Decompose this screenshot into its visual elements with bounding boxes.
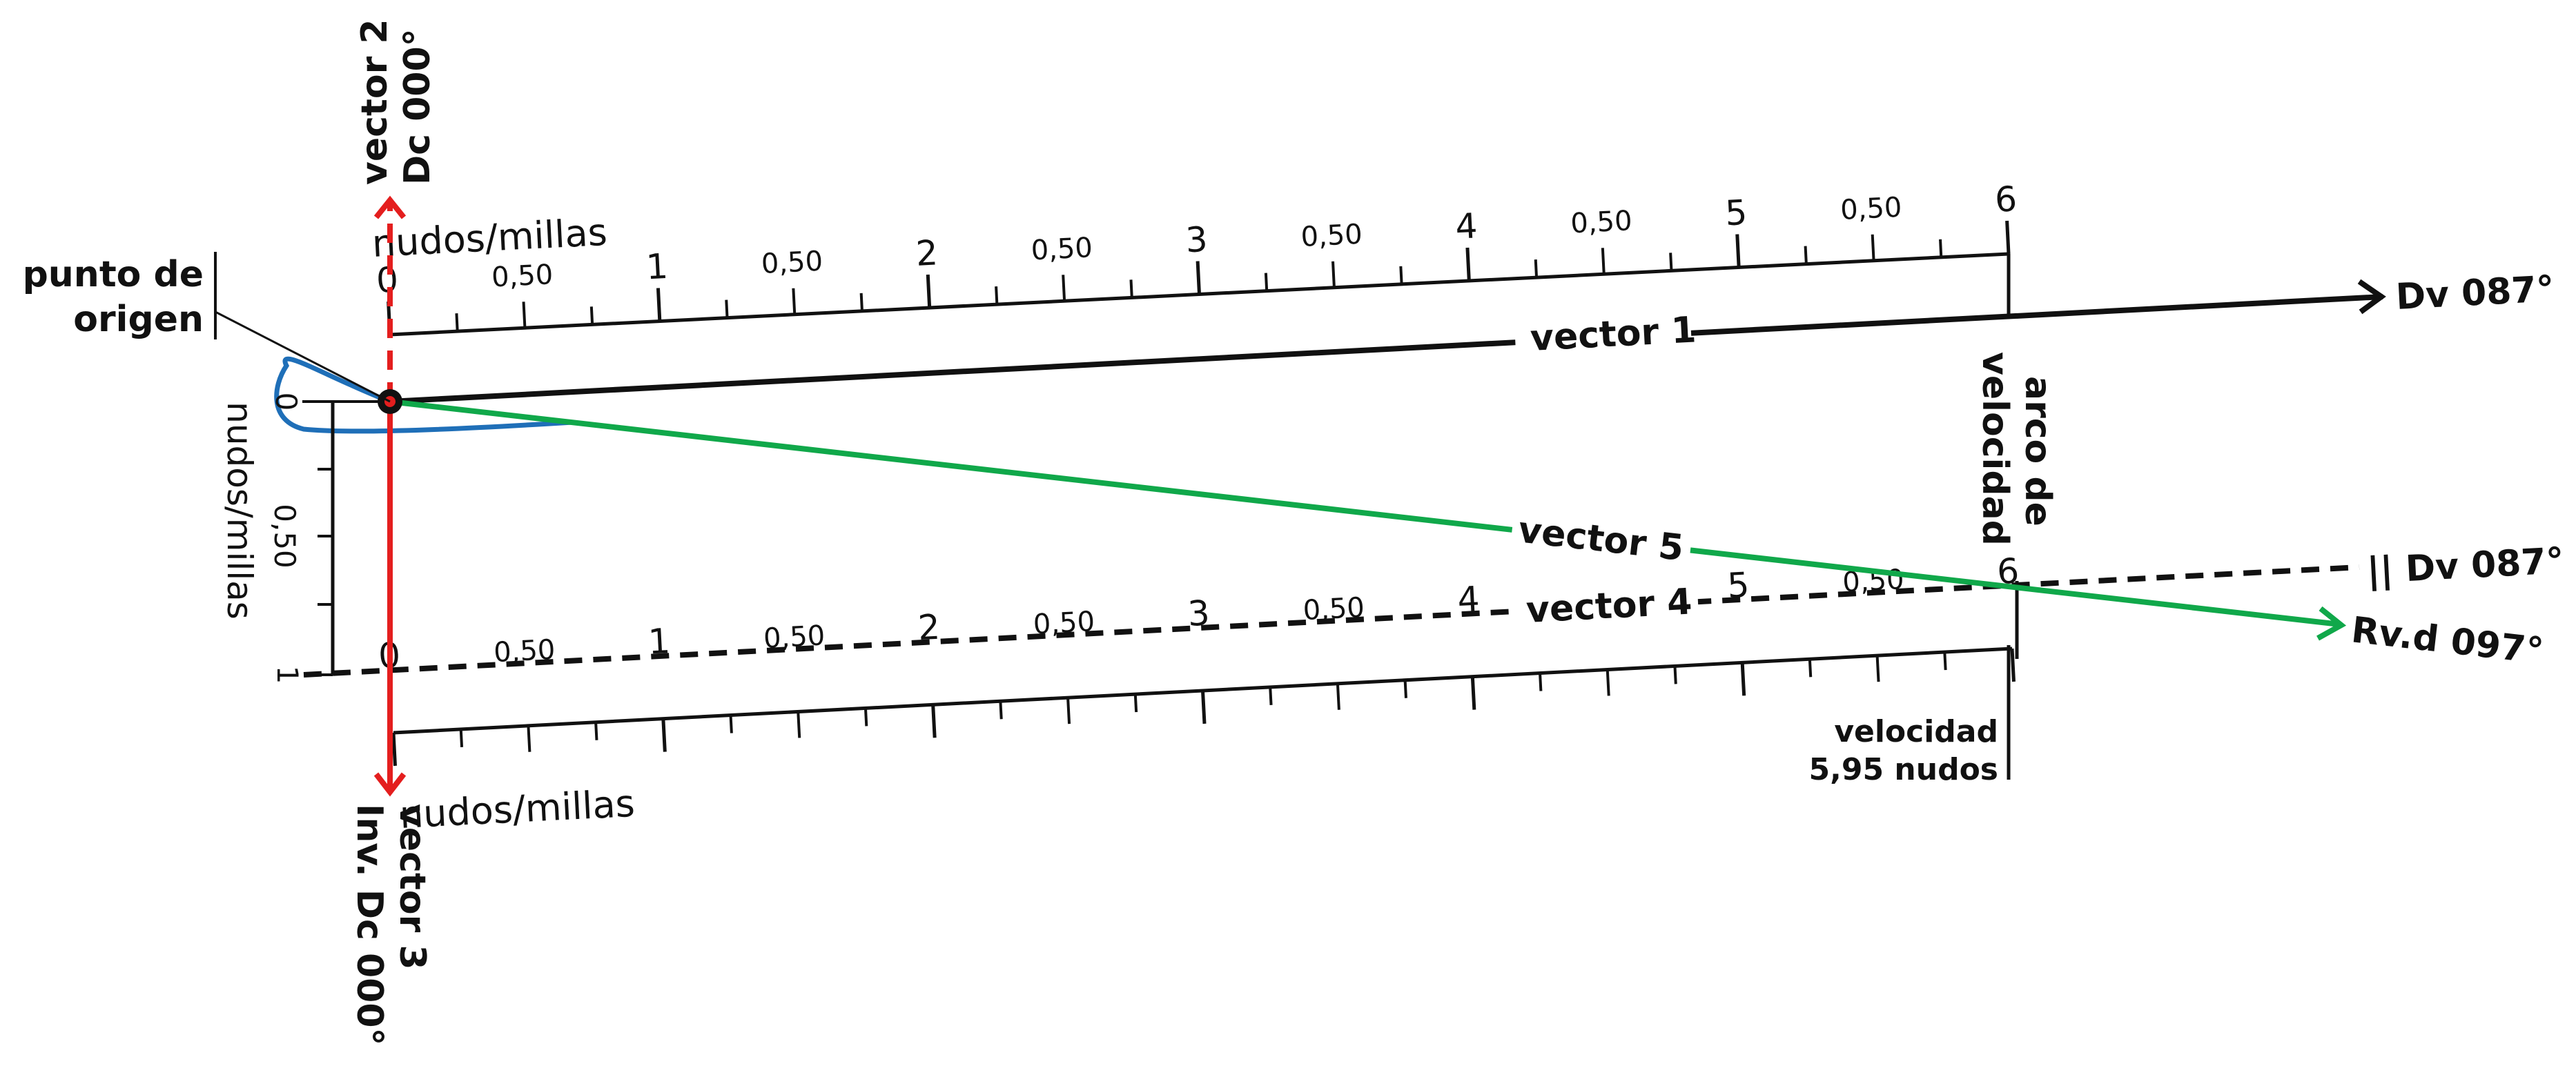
bottom-scale-tick — [1808, 659, 1813, 678]
vector-3-label-line2: Inv. Dc 000° — [349, 804, 390, 1046]
top-scale-tick — [1465, 247, 1471, 282]
vector-1-arrowhead — [2357, 279, 2386, 315]
top-scale-half-label: 0,50 — [1300, 219, 1363, 253]
bottom-scale-tick — [1403, 680, 1407, 698]
rvd097-label: Rv.d 097° — [2350, 609, 2546, 672]
top-scale-major-label: 4 — [1454, 206, 1479, 247]
top-scale-tick — [1938, 239, 1943, 257]
top-scale-tick — [725, 299, 729, 318]
bottom-scale-tick — [1269, 687, 1273, 705]
vector-3-label-line1: vector 3 — [391, 804, 433, 970]
origin-leader-line — [215, 310, 391, 403]
dv087-label: Dv 087° — [2395, 268, 2556, 318]
bottom-scale-tick — [1133, 693, 1138, 713]
arc-label-line1: arco de — [2017, 376, 2058, 526]
vector-1-label: vector 1 — [1530, 309, 1697, 359]
vector-1-line — [389, 297, 2383, 404]
top-scale-major-label: 1 — [645, 246, 670, 288]
bottom-scale-tick — [1336, 683, 1340, 710]
top-scale-half-label: 0,50 — [761, 246, 823, 280]
blue-loop — [274, 356, 574, 434]
vector-5-arrowhead — [2316, 606, 2347, 641]
left-scale: 0 0,50 1 nudos/millas — [219, 393, 393, 684]
left-scale-label-0: 0 — [269, 393, 303, 411]
top-scale-tick — [1196, 261, 1201, 295]
bottom-scale-tick — [1539, 673, 1543, 691]
bottom-scale-tick — [1740, 662, 1746, 696]
top-scale-tick — [1062, 275, 1066, 302]
arc-label-line2: velocidad — [1974, 352, 2016, 546]
top-scale-tick — [1264, 273, 1269, 291]
vector-4-label: vector 4 — [1525, 581, 1693, 631]
top-scale-major-label: 3 — [1184, 219, 1209, 261]
vector-2-label-line2: Dc 000° — [397, 28, 438, 185]
speed-label-line1: velocidad — [1834, 714, 1998, 749]
vector-2-arrowhead — [373, 195, 407, 219]
bottom-scale-tick — [391, 732, 397, 767]
vector-4-line — [303, 564, 2360, 678]
left-scale-label-050: 0,50 — [268, 504, 302, 569]
top-scale-tick — [1871, 234, 1875, 261]
top-scale-tick — [792, 288, 797, 315]
bottom-scale-tick — [661, 718, 667, 752]
top-scale-half-label: 0,50 — [1570, 205, 1632, 239]
vector-5-line — [389, 399, 2341, 627]
bottom-scale-tick — [2010, 648, 2016, 682]
left-scale-unit: nudos/millas — [219, 402, 260, 620]
top-scale-tick — [995, 286, 999, 305]
vector-2-label-line1: vector 2 — [354, 19, 396, 186]
bottom-scale-tick — [931, 704, 937, 738]
bottom-scale-tick — [527, 725, 531, 752]
top-scale-tick — [656, 288, 662, 322]
top-scale-tick — [1735, 234, 1741, 268]
top-scale-tick — [1601, 248, 1606, 275]
vector-5-label-bg — [1510, 507, 1693, 571]
bottom-scale-tick — [1470, 676, 1476, 710]
top-scale-tick — [1331, 261, 1336, 288]
origin-label-line1: punto de — [23, 254, 204, 295]
top-scale-half-label: 0,50 — [491, 259, 554, 293]
top-scale-major-label: 5 — [1724, 193, 1748, 234]
bottom-scale-tick — [1201, 690, 1207, 724]
top-scale-tick — [1669, 253, 1673, 271]
bottom-scale-tick — [797, 711, 801, 738]
bottom-scale-tick — [1875, 655, 1880, 682]
origin-label-line2: origen — [73, 299, 204, 340]
bottom-scale-tick — [999, 701, 1003, 720]
bottom-scale-tick — [1606, 669, 1610, 696]
vector-1-label-bg — [1514, 309, 1692, 362]
top-scale-major-label: 6 — [1994, 179, 2018, 220]
top-scale-tick — [859, 293, 863, 311]
top-scale-tick — [455, 313, 459, 332]
top-scale-tick — [2005, 220, 2011, 255]
speed-label-line2: 5,95 nudos — [1809, 752, 1998, 787]
top-scale-tick — [926, 274, 932, 308]
parallel-dv087-label: || Dv 087° — [2366, 540, 2566, 592]
vector-3-arrowhead — [373, 772, 407, 797]
bottom-scale-unit: nudos/millas — [398, 782, 636, 837]
top-scale-tick — [522, 302, 527, 328]
top-scale-major-label: 2 — [915, 233, 939, 274]
top-scale-unit: nudos/millas — [371, 210, 608, 266]
bottom-scale-tick — [729, 715, 733, 733]
bottom-scale-tick — [1943, 651, 1947, 671]
top-scale-half-label: 0,50 — [1840, 192, 1902, 226]
bottom-scale-tick — [459, 729, 464, 747]
bottom-scale-tick — [1066, 698, 1071, 724]
left-scale-label-1: 1 — [271, 666, 304, 684]
top-scale-half-label: 0,50 — [1031, 232, 1093, 266]
vector-4-label-bg — [1517, 578, 1699, 631]
